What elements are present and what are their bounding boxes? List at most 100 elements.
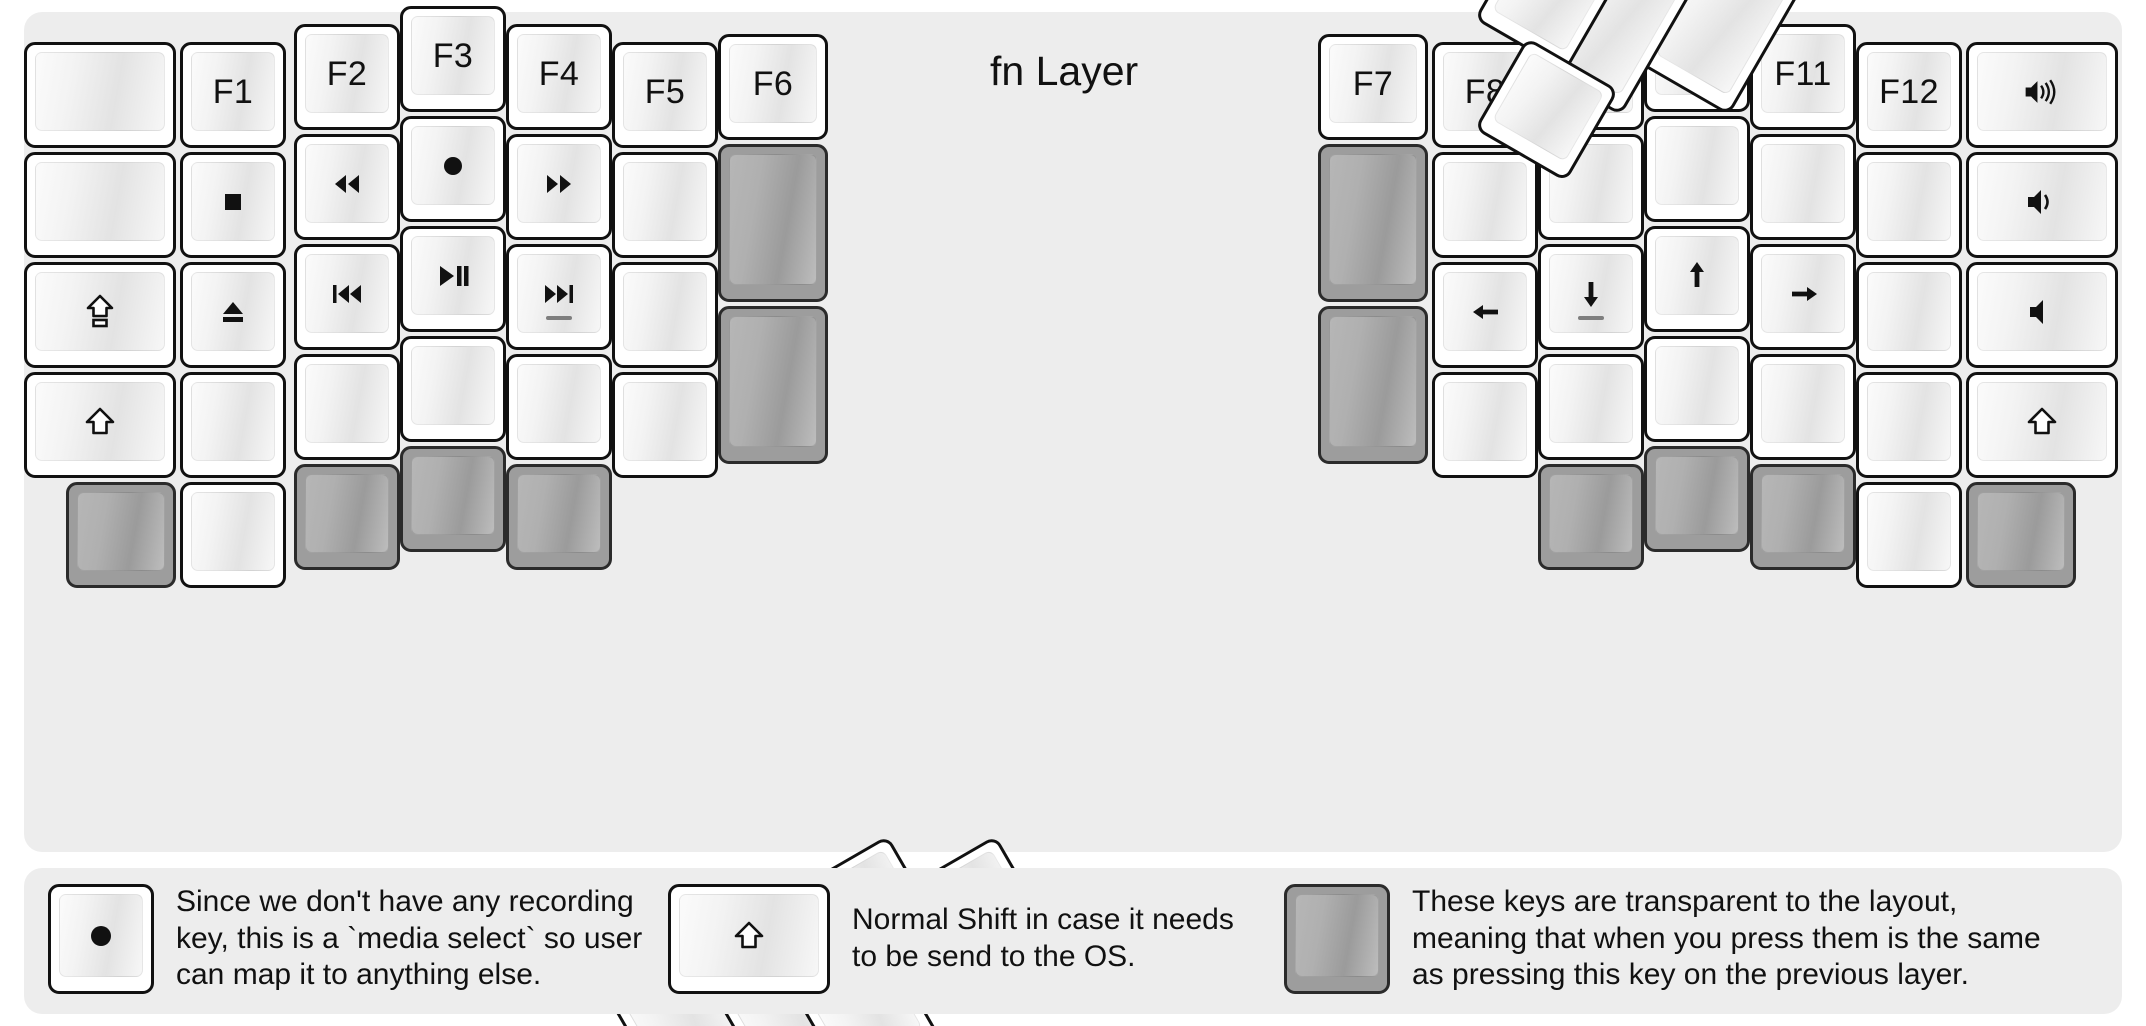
key-glyph-wrap (306, 255, 388, 332)
key-right-5-2[interactable] (1750, 134, 1856, 240)
key-right-6-1[interactable]: F12 (1856, 42, 1962, 148)
key-label: F6 (752, 64, 794, 103)
key-cap (729, 154, 817, 285)
key-left-7-1[interactable]: F6 (718, 34, 828, 140)
key-cap (517, 364, 601, 443)
record-dot-icon (81, 916, 121, 956)
key-left-4-5[interactable] (400, 446, 506, 552)
key-glyph-wrap: F5 (624, 53, 706, 130)
key-right-4-2[interactable] (1644, 116, 1750, 222)
key-left-1-5[interactable] (66, 482, 176, 588)
key-right-1-3[interactable] (1318, 306, 1428, 464)
key-right-5-4[interactable] (1750, 354, 1856, 460)
key-left-1-4[interactable] (24, 372, 176, 478)
key-glyph-wrap (518, 145, 600, 222)
key-left-3-1[interactable]: F2 (294, 24, 400, 130)
legend-panel (24, 868, 2122, 1014)
key-right-7-3[interactable] (1966, 262, 2118, 368)
key-left-5-5[interactable] (506, 464, 612, 570)
key-left-4-3[interactable] (400, 226, 506, 332)
key-left-3-4[interactable] (294, 354, 400, 460)
key-right-7-5[interactable] (1966, 482, 2076, 588)
key-cap (35, 52, 165, 131)
key-glyph-wrap (36, 383, 164, 460)
key-left-6-3[interactable] (612, 262, 718, 368)
key-left-5-1[interactable]: F4 (506, 24, 612, 130)
key-right-6-5[interactable] (1856, 482, 1962, 588)
key-right-7-2[interactable] (1966, 152, 2118, 258)
key-left-2-1[interactable]: F1 (180, 42, 286, 148)
key-left-3-2[interactable] (294, 134, 400, 240)
key-left-4-2[interactable] (400, 116, 506, 222)
key-cap (1443, 382, 1527, 461)
key-left-5-4[interactable] (506, 354, 612, 460)
key-right-5-3[interactable] (1750, 244, 1856, 350)
key-glyph-wrap (1550, 475, 1632, 552)
key-cap (1549, 254, 1633, 333)
key-right-7-1[interactable] (1966, 42, 2118, 148)
key-cap: F3 (411, 16, 495, 95)
key-left-4-4[interactable] (400, 336, 506, 442)
key-left-6-4[interactable] (612, 372, 718, 478)
key-right-3-3[interactable] (1538, 244, 1644, 350)
key-glyph-wrap (78, 493, 164, 570)
key-right-1-2[interactable] (1318, 144, 1428, 302)
key-left-1-1[interactable] (24, 42, 176, 148)
key-left-2-4[interactable] (180, 372, 286, 478)
key-glyph-wrap (306, 365, 388, 442)
key-right-6-2[interactable] (1856, 152, 1962, 258)
key-cap (191, 382, 275, 461)
key-glyph-wrap: F1 (192, 53, 274, 130)
legend-key-2[interactable] (668, 884, 830, 994)
key-right-2-4[interactable] (1432, 372, 1538, 478)
key-right-2-2[interactable] (1432, 152, 1538, 258)
key-right-4-3[interactable] (1644, 226, 1750, 332)
key-glyph-wrap (680, 895, 818, 976)
key-left-3-3[interactable] (294, 244, 400, 350)
key-cap (1443, 162, 1527, 241)
key-right-7-4[interactable] (1966, 372, 2118, 478)
key-cap (1329, 316, 1417, 447)
key-right-5-5[interactable] (1750, 464, 1856, 570)
key-left-1-3[interactable] (24, 262, 176, 368)
key-cap (1867, 492, 1951, 571)
key-glyph-wrap (192, 163, 274, 240)
key-left-4-1[interactable]: F3 (400, 6, 506, 112)
key-left-6-1[interactable]: F5 (612, 42, 718, 148)
key-cap (1977, 52, 2107, 131)
key-left-7-2[interactable] (718, 144, 828, 302)
key-right-4-4[interactable] (1644, 336, 1750, 442)
key-left-1-2[interactable] (24, 152, 176, 258)
key-right-4-5[interactable] (1644, 446, 1750, 552)
key-glyph-wrap (624, 273, 706, 350)
key-cap (35, 272, 165, 351)
key-left-2-2[interactable] (180, 152, 286, 258)
key-left-3-5[interactable] (294, 464, 400, 570)
media-play-pause-icon (433, 256, 473, 296)
key-left-7-3[interactable] (718, 306, 828, 464)
legend-key-1[interactable] (48, 884, 154, 994)
key-right-5-1[interactable]: F11 (1750, 24, 1856, 130)
key-left-2-5[interactable] (180, 482, 286, 588)
key-cap (729, 316, 817, 447)
key-right-6-3[interactable] (1856, 262, 1962, 368)
key-left-5-2[interactable] (506, 134, 612, 240)
homing-bar-icon (1578, 316, 1604, 320)
key-glyph-wrap (1656, 347, 1738, 424)
key-cap (1761, 474, 1845, 553)
key-right-3-5[interactable] (1538, 464, 1644, 570)
key-right-3-4[interactable] (1538, 354, 1644, 460)
key-cap (1655, 456, 1739, 535)
key-glyph-wrap (1868, 163, 1950, 240)
legend-item-1: Since we don't have any recording key, t… (48, 884, 642, 994)
key-cap (1977, 492, 2065, 571)
key-left-6-2[interactable] (612, 152, 718, 258)
key-right-2-3[interactable] (1432, 262, 1538, 368)
key-left-2-3[interactable] (180, 262, 286, 368)
key-right-1-1[interactable]: F7 (1318, 34, 1428, 140)
key-right-6-4[interactable] (1856, 372, 1962, 478)
legend-key-3[interactable] (1284, 884, 1390, 994)
media-eject-icon (213, 292, 253, 332)
key-left-5-3[interactable] (506, 244, 612, 350)
